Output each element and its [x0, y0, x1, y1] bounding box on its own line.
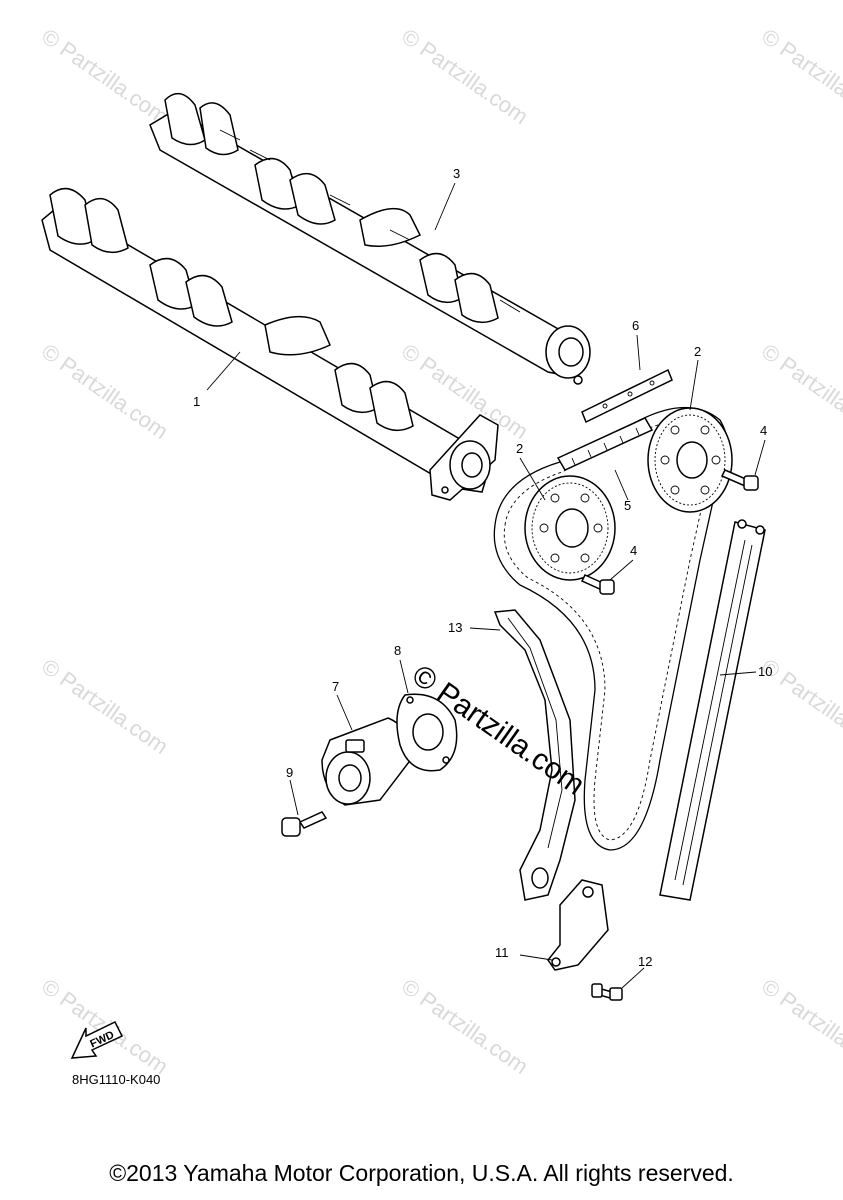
chain-guide-tensioner — [493, 609, 576, 901]
leader-lines — [206, 182, 766, 989]
watermark: © Partzilla.com — [37, 24, 173, 130]
callout-2-right: 2 — [694, 344, 701, 359]
copyright-notice: ©2013 Yamaha Motor Corporation, U.S.A. A… — [109, 1160, 734, 1186]
bracket-bolt — [591, 983, 623, 1001]
callout-13: 13 — [448, 620, 462, 635]
callout-8: 8 — [394, 643, 401, 658]
watermark-grid: © Partzilla.com © Partzilla.com © Partzi… — [37, 24, 843, 1080]
watermark: © Partzilla.com — [397, 24, 533, 130]
callout-1: 1 — [193, 394, 200, 409]
callout-7: 7 — [332, 679, 339, 694]
watermark: © Partzilla.com — [37, 339, 173, 445]
chain-guide-exhaust — [659, 519, 766, 901]
tensioner-gasket — [396, 693, 458, 772]
watermark: © Partzilla.com — [757, 339, 843, 445]
camshaft-exhaust — [149, 92, 591, 385]
callout-9: 9 — [286, 765, 293, 780]
callout-6: 6 — [632, 318, 639, 333]
camshaft-sprocket-right — [647, 407, 733, 513]
part-code: 8HG1110-K040 — [72, 1072, 161, 1087]
callout-5: 5 — [624, 498, 631, 513]
callouts: 1 3 6 2 4 2 5 4 13 8 7 10 9 11 12 — [193, 166, 772, 969]
sprocket-bolt-lower — [580, 574, 615, 595]
callout-10: 10 — [758, 664, 772, 679]
camshaft-sprocket-left — [524, 475, 616, 581]
callout-2-left: 2 — [516, 441, 523, 456]
callout-4-lower: 4 — [630, 543, 637, 558]
chain-segment — [556, 417, 654, 471]
chain-guide-top — [581, 368, 673, 424]
watermark: © Partzilla.com — [757, 24, 843, 130]
watermark: © Partzilla.com — [757, 974, 843, 1080]
watermark: © Partzilla.com — [37, 654, 173, 760]
callout-4-upper: 4 — [760, 423, 767, 438]
callout-3: 3 — [453, 166, 460, 181]
sprocket-bolt-upper — [720, 469, 759, 491]
watermark: © Partzilla.com — [397, 974, 533, 1080]
camshaft-intake — [41, 187, 499, 501]
chain-tensioner — [321, 717, 413, 806]
callout-11: 11 — [495, 945, 509, 960]
tensioner-bolt — [281, 811, 328, 837]
guide-bracket — [547, 879, 609, 971]
callout-12: 12 — [638, 954, 652, 969]
